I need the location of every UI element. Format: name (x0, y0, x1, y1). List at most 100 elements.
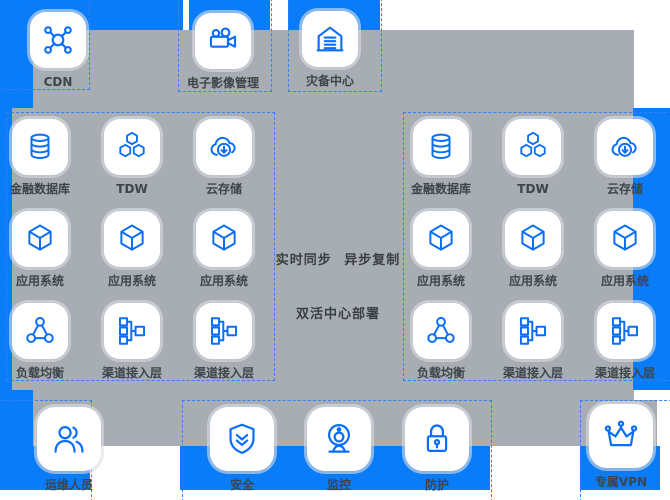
node-card[interactable] (12, 303, 68, 359)
node-label: CDN (43, 75, 73, 89)
shield-node[interactable]: 安全 (210, 407, 274, 491)
cube-node[interactable]: 应用系统 (196, 206, 252, 298)
node-card[interactable] (104, 119, 160, 175)
database-node[interactable]: 金融数据库 (411, 114, 471, 206)
node-label: 应用系统 (508, 274, 557, 288)
node-label: TDW (517, 182, 549, 196)
node-card[interactable] (505, 119, 561, 175)
node-label: 灾备中心 (305, 74, 354, 88)
lock-node[interactable]: 防护 (405, 407, 469, 492)
node-card[interactable] (413, 303, 469, 359)
cloud-download-icon (608, 130, 642, 164)
node-card[interactable] (11, 119, 68, 175)
database-node[interactable]: 金融数据库 (10, 114, 70, 206)
warehouse-node[interactable]: 灾备中心 (302, 11, 358, 87)
tdw-node[interactable]: TDW (104, 114, 160, 206)
node-card[interactable] (196, 211, 252, 267)
load-balancer-node[interactable]: 负载均衡 (12, 298, 68, 390)
cloud-download-node[interactable]: 云存储 (597, 114, 653, 206)
node-label: 监控 (326, 478, 351, 492)
video-camera-icon (206, 24, 240, 58)
cube-node[interactable]: 应用系统 (505, 206, 561, 298)
tree-node[interactable]: 渠道接入层 (595, 298, 655, 390)
cloud-download-node[interactable]: 云存储 (196, 114, 252, 206)
crown-node[interactable]: 专属VPN (589, 404, 653, 489)
selection-outline-vpn (580, 400, 670, 500)
selection-outline-drcenter (288, 0, 382, 92)
database-icon (424, 130, 458, 164)
node-card[interactable] (597, 211, 653, 267)
node-card[interactable] (405, 407, 469, 471)
cdn-node[interactable]: CDN (30, 12, 86, 88)
node-card[interactable] (195, 13, 251, 69)
node-card[interactable] (589, 404, 653, 468)
node-label: TDW (116, 182, 148, 196)
node-label: 应用系统 (600, 274, 649, 288)
tdw-icon (115, 130, 149, 164)
node-card[interactable] (195, 303, 252, 359)
video-camera-node[interactable]: 电子影像管理 (187, 13, 259, 89)
node-label: 应用系统 (107, 274, 156, 288)
tree-node[interactable]: 渠道接入层 (503, 298, 563, 390)
tree-node[interactable]: 渠道接入层 (194, 298, 254, 390)
cube-icon (23, 222, 57, 256)
node-label: 防护 (424, 478, 449, 492)
node-card[interactable] (12, 211, 68, 267)
tree-node[interactable]: 渠道接入层 (102, 298, 162, 390)
tree-icon (608, 314, 642, 348)
node-card[interactable] (30, 12, 86, 68)
cube-node[interactable]: 应用系统 (597, 206, 653, 298)
node-label: 渠道接入层 (193, 366, 254, 380)
node-label: 专属VPN (594, 475, 648, 489)
node-card[interactable] (196, 119, 252, 175)
cube-node[interactable]: 应用系统 (413, 206, 469, 298)
cube-icon (516, 222, 550, 256)
cube-icon (608, 222, 642, 256)
shield-icon (223, 420, 261, 458)
load-balancer-node[interactable]: 负载均衡 (413, 298, 469, 390)
node-card[interactable] (504, 303, 561, 359)
node-card[interactable] (103, 303, 160, 359)
node-card[interactable] (413, 211, 469, 267)
datacenter-group-left: 金融数据库 TDW 云存储 应用系统 应用系统 (0, 114, 270, 390)
node-label: 运维人员 (44, 478, 93, 492)
tdw-node[interactable]: TDW (505, 114, 561, 206)
edge-accent-left-lower (0, 390, 33, 446)
users-node[interactable]: 运维人员 (37, 407, 101, 492)
cube-node[interactable]: 应用系统 (12, 206, 68, 298)
lock-icon (418, 420, 456, 458)
webcam-node[interactable]: 监控 (307, 407, 371, 492)
tree-icon (207, 314, 241, 348)
selection-outline-dc-right (403, 112, 670, 381)
node-label: 应用系统 (15, 274, 64, 288)
node-label: 渠道接入层 (101, 366, 162, 380)
webcam-icon (320, 420, 358, 458)
node-card[interactable] (505, 211, 561, 267)
sync-annotation: 实时同步 异步复制 (275, 253, 401, 268)
cube-icon (207, 222, 241, 256)
node-card[interactable] (307, 407, 371, 471)
selection-outline-dc-left (6, 112, 275, 381)
node-label: 电子影像管理 (187, 76, 260, 90)
crown-icon (602, 417, 640, 455)
node-label: 负载均衡 (416, 366, 465, 380)
datacenter-group-right: 金融数据库 TDW 云存储 应用系统 应用系统 (395, 114, 670, 390)
cube-icon (424, 222, 458, 256)
node-card[interactable] (302, 11, 358, 67)
node-card[interactable] (37, 407, 101, 471)
node-card[interactable] (210, 407, 274, 471)
node-card[interactable] (104, 211, 160, 267)
warehouse-icon (313, 22, 347, 56)
node-label: 金融数据库 (9, 182, 70, 196)
node-label: 应用系统 (416, 274, 465, 288)
node-card[interactable] (412, 119, 469, 175)
users-icon (50, 420, 88, 458)
tree-icon (115, 314, 149, 348)
node-card[interactable] (597, 119, 653, 175)
selection-outline-imaging (178, 0, 272, 92)
node-label: 云存储 (606, 182, 643, 196)
tdw-icon (516, 130, 550, 164)
node-card[interactable] (596, 303, 653, 359)
cube-node[interactable]: 应用系统 (104, 206, 160, 298)
